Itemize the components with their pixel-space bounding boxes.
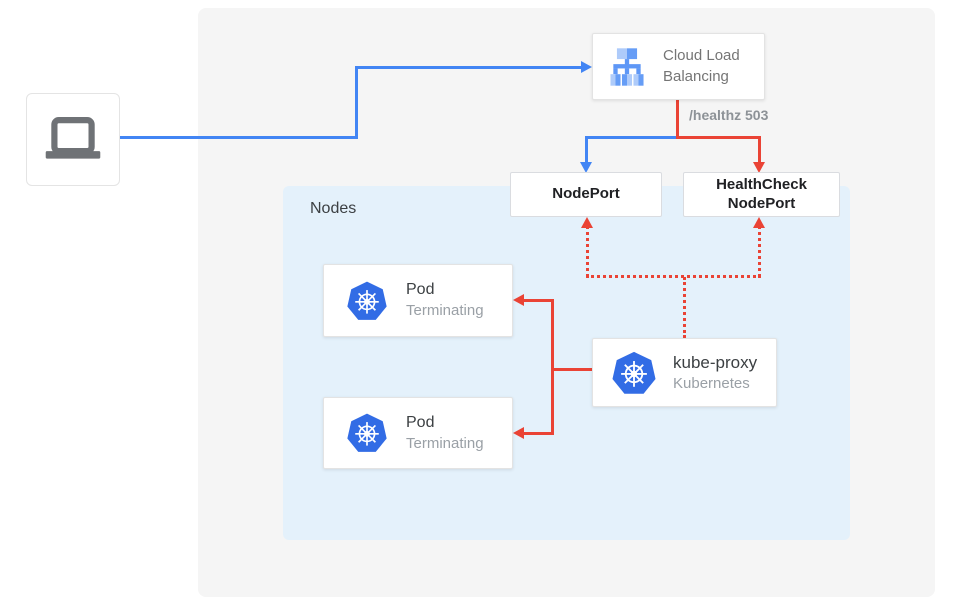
pod-2-title: Pod bbox=[406, 413, 435, 431]
edge-clb-down-segment bbox=[676, 100, 679, 139]
pod-1-status: Terminating bbox=[406, 302, 484, 320]
pod-2-node: Pod Terminating bbox=[323, 397, 513, 469]
kubernetes-icon bbox=[611, 350, 657, 396]
edge-clb-to-healthcheck-segment bbox=[676, 136, 761, 139]
edge-client-to-clb-arrowhead bbox=[581, 61, 592, 73]
edge-clb-to-healthcheck-arrowhead bbox=[753, 162, 765, 173]
cloud-load-balancing-icon bbox=[603, 44, 651, 90]
kubernetes-icon bbox=[346, 412, 388, 454]
edge-kubeproxy-split-segment bbox=[586, 275, 761, 278]
kube-proxy-node: kube-proxy Kubernetes bbox=[592, 338, 777, 407]
nodes-container-label: Nodes bbox=[310, 200, 357, 217]
pod-1-node: Pod Terminating bbox=[323, 264, 513, 337]
cloud-load-balancing-label: Cloud Load Balancing bbox=[663, 47, 740, 85]
edge-clb-to-nodeport-segment bbox=[585, 136, 676, 139]
edge-client-to-clb-segment bbox=[120, 136, 358, 139]
healthcheck-nodeport-label: HealthCheck NodePort bbox=[716, 175, 807, 212]
edge-client-to-clb-segment bbox=[355, 66, 358, 139]
edge-to-pod2-segment bbox=[522, 432, 554, 435]
cloud-load-balancing-node: Cloud Load Balancing bbox=[592, 33, 765, 100]
edge-kubeproxy-to-pods-segment bbox=[551, 368, 592, 371]
edge-kubeproxy-to-nodeport-arrowhead bbox=[581, 217, 593, 228]
edge-kubeproxy-to-healthcheck-segment bbox=[758, 226, 761, 277]
edge-to-pod2-arrowhead bbox=[513, 427, 524, 439]
edge-to-pod1-segment bbox=[522, 299, 554, 302]
pod-2-status: Terminating bbox=[406, 434, 484, 452]
edge-kubeproxy-to-pods-segment bbox=[551, 299, 554, 434]
edge-client-to-clb-segment bbox=[355, 66, 581, 69]
edge-to-pod1-arrowhead bbox=[513, 294, 524, 306]
edge-label-healthz: /healthz 503 bbox=[689, 107, 769, 123]
kube-proxy-subtitle: Kubernetes bbox=[673, 374, 750, 392]
kube-proxy-title: kube-proxy bbox=[673, 352, 758, 372]
edge-kubeproxy-to-healthcheck-arrowhead bbox=[753, 217, 765, 228]
edge-kubeproxy-to-nodeport-segment bbox=[586, 226, 589, 277]
healthcheck-nodeport-node: HealthCheck NodePort bbox=[683, 172, 840, 217]
pod-1-title: Pod bbox=[406, 281, 435, 299]
edge-clb-to-nodeport-segment bbox=[585, 136, 588, 166]
nodeport-label: NodePort bbox=[552, 185, 620, 203]
laptop-icon bbox=[42, 115, 104, 165]
edge-clb-to-nodeport-arrowhead bbox=[580, 162, 592, 173]
nodeport-node: NodePort bbox=[510, 172, 662, 217]
client-node bbox=[26, 93, 120, 186]
edge-clb-to-healthcheck-segment bbox=[758, 136, 761, 166]
edge-kubeproxy-up-segment bbox=[683, 277, 686, 338]
kubernetes-icon bbox=[346, 280, 388, 322]
